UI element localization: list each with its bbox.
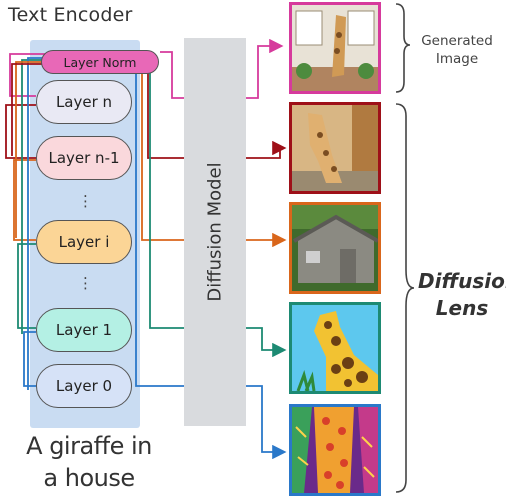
layer-1-pill: Layer 1: [36, 308, 132, 352]
ellipsis-upper: ⋮: [78, 192, 93, 210]
lens-brace: [395, 103, 415, 493]
prompt-line-1: A giraffe in: [26, 432, 152, 460]
lens-image-layer-1: [289, 302, 381, 394]
generated-image: [289, 2, 381, 94]
diffusion-lens-label: Diffusion Lens: [418, 268, 506, 322]
generated-image-label: Generated Image: [412, 32, 502, 68]
layer-norm-pill: Layer Norm: [41, 50, 159, 74]
prompt-caption: A giraffe in a house: [24, 430, 154, 495]
wire-layer-n: [5, 104, 36, 159]
layer-i-pill: Layer i: [36, 220, 132, 264]
generated-brace: [395, 3, 411, 93]
wire-layer-1: [17, 243, 36, 329]
diffusion-model-box: [184, 38, 246, 426]
layer-0-pill: Layer 0: [36, 364, 132, 408]
lens-label-line-2: Lens: [435, 296, 489, 320]
generated-label-line-1: Generated: [421, 33, 493, 49]
wire-layernorm: [160, 51, 184, 99]
layer-n-minus-1-pill: Layer n-1: [36, 136, 132, 180]
ellipsis-lower: ⋮: [78, 274, 93, 292]
lens-image-layer-i: [289, 202, 381, 294]
prompt-line-2: a house: [43, 464, 135, 493]
lens-image-layer-n: [289, 102, 381, 194]
lens-label-line-1: Diffusion: [418, 269, 506, 293]
generated-label-line-2: Image: [435, 51, 479, 68]
layer-n-pill: Layer n: [36, 80, 132, 124]
lens-image-layer-0: [289, 404, 381, 496]
wire-layer-0: [23, 331, 36, 387]
text-encoder-title: Text Encoder: [8, 4, 133, 26]
wire-layer-n-1: [13, 159, 36, 241]
